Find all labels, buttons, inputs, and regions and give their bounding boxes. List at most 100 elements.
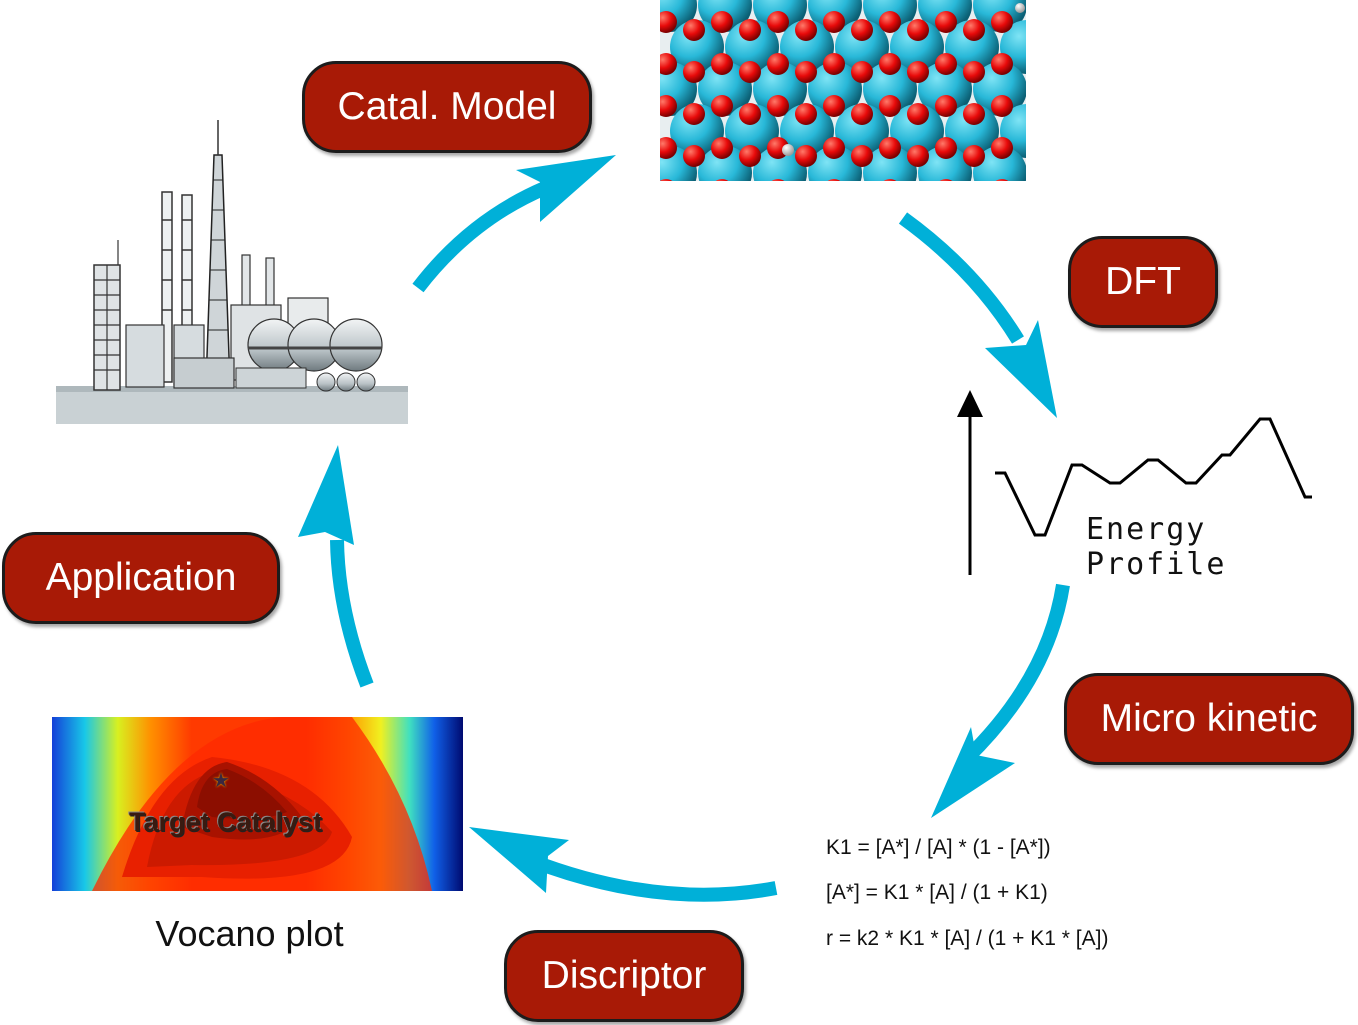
arrow-energy-to-micro bbox=[960, 583, 1070, 766]
oxygen-atom bbox=[935, 53, 957, 75]
oxygen-atom bbox=[683, 61, 705, 83]
metal-atom bbox=[698, 62, 752, 116]
oxygen-atom bbox=[683, 145, 705, 167]
energy-axis-arrowhead bbox=[957, 390, 983, 417]
oxygen-atom bbox=[851, 145, 873, 167]
oxygen-atom bbox=[795, 145, 817, 167]
arrow-factory-to-model bbox=[412, 181, 548, 293]
oxygen-atom bbox=[991, 137, 1013, 159]
step-label: Application bbox=[45, 556, 237, 599]
equation-3: r = k2 * K1 * [A] / (1 + K1 * [A]) bbox=[826, 927, 1109, 950]
arrowhead-1 bbox=[516, 155, 616, 222]
metal-atom bbox=[670, 20, 724, 74]
oxygen-atom bbox=[907, 145, 929, 167]
energy-profile-line bbox=[995, 417, 1312, 537]
metal-atom bbox=[918, 62, 972, 116]
oxygen-atom bbox=[711, 53, 733, 75]
step-dft: DFT bbox=[1068, 236, 1218, 328]
metal-atom bbox=[945, 104, 999, 158]
metal-atom bbox=[808, 62, 862, 116]
oxygen-atom bbox=[935, 95, 957, 117]
oxygen-atom bbox=[739, 145, 761, 167]
oxygen-atom bbox=[907, 61, 929, 83]
oxygen-atom bbox=[851, 61, 873, 83]
step-application: Application bbox=[2, 532, 280, 624]
oxygen-atom bbox=[767, 95, 789, 117]
oxygen-atom bbox=[767, 11, 789, 33]
oxygen-atom bbox=[683, 103, 705, 125]
arrowhead-3 bbox=[931, 727, 1015, 818]
oxygen-atom bbox=[827, 179, 841, 181]
oxygen-atom bbox=[715, 179, 729, 181]
volcano-plot-caption: Vocano plot bbox=[155, 913, 344, 954]
oxygen-atom bbox=[907, 103, 929, 125]
oxygen-atom bbox=[795, 19, 817, 41]
oxygen-atom bbox=[963, 103, 985, 125]
oxygen-atom bbox=[767, 53, 789, 75]
equation-1: K1 = [A*] / [A] * (1 - [A*]) bbox=[826, 836, 1051, 859]
metal-atom bbox=[725, 20, 779, 74]
metal-atom bbox=[835, 104, 889, 158]
oxygen-atom bbox=[879, 137, 901, 159]
arrowhead-4 bbox=[469, 827, 569, 893]
metal-atom bbox=[698, 146, 752, 181]
oxygen-atom bbox=[851, 103, 873, 125]
oxygen-atom bbox=[935, 11, 957, 33]
arrow-volcano-to-factory bbox=[330, 539, 374, 688]
metal-atom bbox=[725, 104, 779, 158]
metal-atom bbox=[670, 104, 724, 158]
star-icon: ★ bbox=[212, 770, 230, 792]
energy-profile-sketch bbox=[957, 390, 1312, 575]
oxygen-atom bbox=[660, 137, 677, 159]
arrowhead-5 bbox=[298, 445, 354, 545]
metal-atom bbox=[863, 62, 917, 116]
oxygen-atom bbox=[991, 53, 1013, 75]
chemical-plant-image bbox=[56, 120, 408, 424]
oxygen-atom bbox=[795, 61, 817, 83]
oxygen-atom bbox=[823, 11, 845, 33]
oxygen-atom bbox=[711, 11, 733, 33]
oxygen-atom bbox=[963, 145, 985, 167]
oxygen-atom bbox=[879, 11, 901, 33]
volcano-plot-image: ★ bbox=[52, 717, 463, 891]
oxygen-atom bbox=[660, 53, 677, 75]
metal-atom bbox=[753, 146, 807, 181]
oxygen-atom bbox=[823, 137, 845, 159]
oxygen-atom bbox=[939, 179, 953, 181]
oxygen-atom bbox=[711, 95, 733, 117]
step-label: DFT bbox=[1105, 260, 1181, 303]
step-label: Catal. Model bbox=[337, 85, 557, 128]
oxygen-atom bbox=[851, 19, 873, 41]
metal-atom bbox=[863, 146, 917, 181]
arrow-model-to-dft bbox=[898, 212, 1024, 344]
step-label: Micro kinetic bbox=[1100, 697, 1318, 740]
oxygen-atom bbox=[907, 19, 929, 41]
oxygen-atom bbox=[991, 11, 1013, 33]
step-micro-kinetic: Micro kinetic bbox=[1064, 673, 1354, 765]
oxygen-atom bbox=[823, 95, 845, 117]
metal-atom bbox=[945, 20, 999, 74]
oxygen-atom bbox=[963, 19, 985, 41]
oxygen-atom bbox=[995, 179, 1009, 181]
metal-atom bbox=[780, 104, 834, 158]
metal-atom bbox=[890, 104, 944, 158]
oxygen-atom bbox=[883, 179, 897, 181]
hydrogen-atom bbox=[782, 144, 794, 156]
oxygen-atom bbox=[711, 137, 733, 159]
metal-atom bbox=[973, 146, 1026, 181]
hydrogen-atom bbox=[1015, 3, 1025, 13]
oxygen-atom bbox=[823, 53, 845, 75]
catalyst-surface-image bbox=[660, 0, 1026, 181]
oxygen-atom bbox=[879, 95, 901, 117]
oxygen-atom bbox=[660, 11, 677, 33]
oxygen-atom bbox=[739, 103, 761, 125]
step-label: Discriptor bbox=[541, 954, 707, 997]
oxygen-atom bbox=[739, 19, 761, 41]
oxygen-atom bbox=[660, 95, 677, 117]
equation-2: [A*] = K1 * [A] / (1 + K1) bbox=[826, 881, 1048, 904]
metal-atom bbox=[808, 146, 862, 181]
step-discriptor: Discriptor bbox=[504, 930, 744, 1022]
metal-atom bbox=[835, 20, 889, 74]
arrow-eq-to-volcano bbox=[527, 853, 778, 902]
